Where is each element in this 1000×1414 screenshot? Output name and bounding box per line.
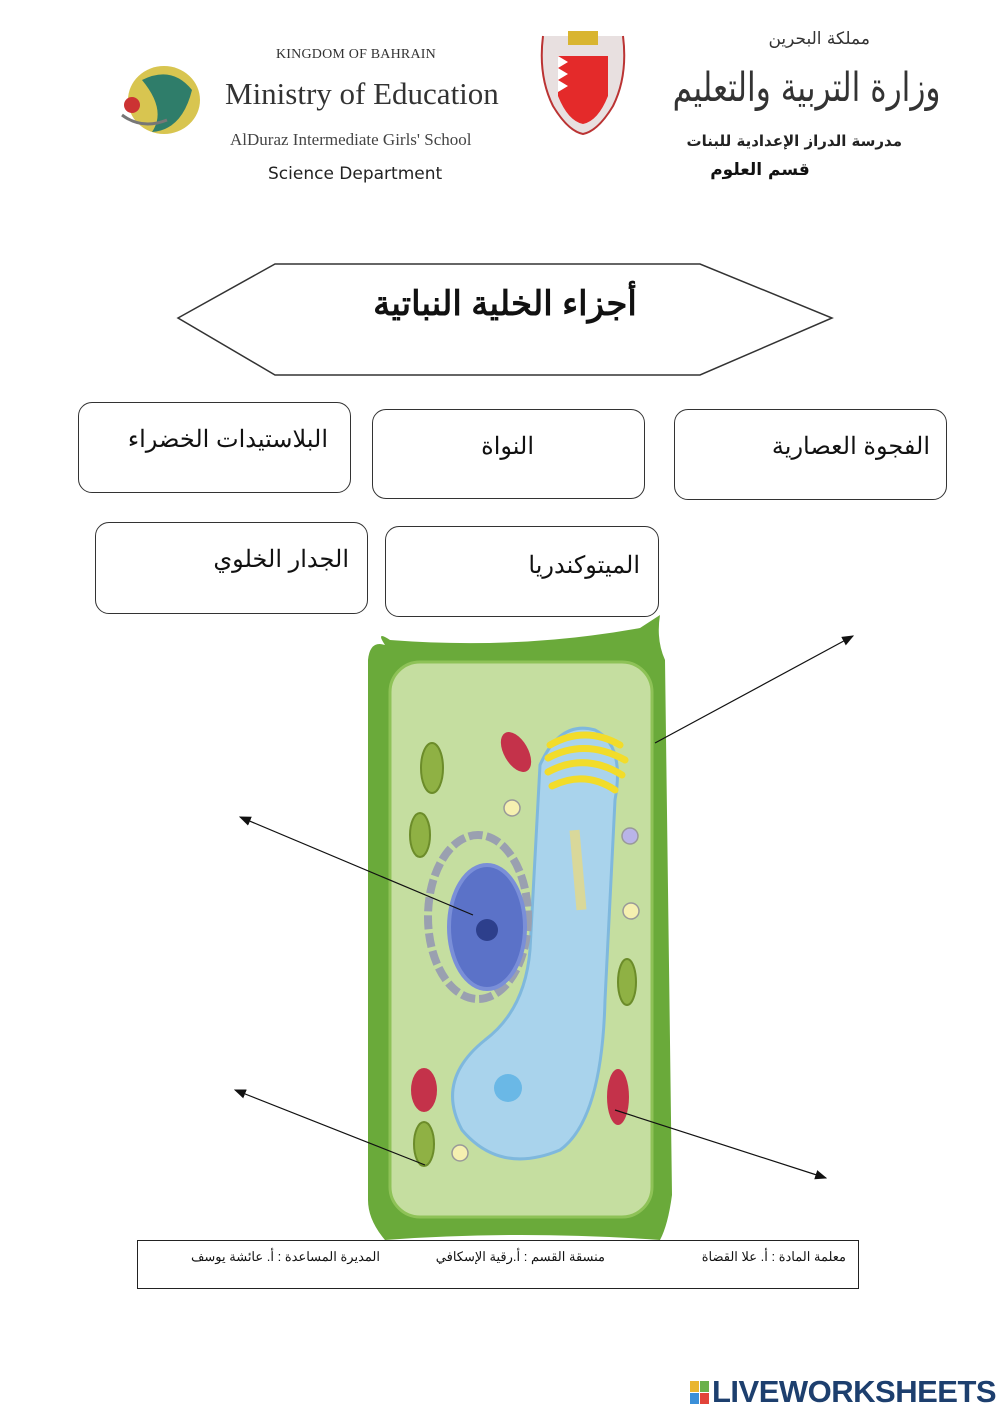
- word-label: الفجوة العصارية: [771, 433, 930, 460]
- school-en: AlDuraz Intermediate Girls' School: [230, 130, 472, 149]
- liveworksheets-icon: [690, 1380, 709, 1404]
- ministry-ar-wrap: وزارة التربية والتعليم: [640, 60, 940, 116]
- kingdom-ar: مملكة البحرين: [768, 29, 870, 49]
- school-ar: مدرسة الدراز الإعدادية للبنات: [686, 132, 902, 150]
- word-nucleus[interactable]: النواة: [372, 409, 645, 499]
- coordinator-name: منسقة القسم : أ.رقية الإسكافي: [435, 1249, 605, 1264]
- bahrain-emblem: [538, 26, 628, 136]
- liveworksheets-logo: LIVEWORKSHEETS: [690, 1374, 997, 1410]
- word-label: الميتوكندريا: [528, 552, 640, 579]
- school-logo: [112, 60, 204, 140]
- mitochondrion: [607, 1069, 629, 1125]
- mitochondrion: [411, 1068, 437, 1112]
- ministry-ar: وزارة التربية والتعليم: [672, 65, 940, 111]
- brand-name: LIVEWORKSHEETS: [712, 1374, 997, 1409]
- word-cell-wall[interactable]: الجدار الخلوي: [95, 522, 368, 614]
- arrow-mitochondria: [614, 1109, 828, 1180]
- arrow-nucleus: [238, 816, 474, 916]
- kingdom-en: KINGDOM OF BAHRAIN: [276, 47, 436, 62]
- footer-box: معلمة المادة : أ. علا القضاة منسقة القسم…: [137, 1240, 859, 1289]
- word-label: البلاستيدات الخضراء: [127, 426, 328, 453]
- word-chloroplasts[interactable]: البلاستيدات الخضراء: [78, 402, 351, 493]
- teacher-name: معلمة المادة : أ. علا القضاة: [701, 1249, 846, 1264]
- title-banner: [176, 263, 834, 376]
- word-label: الجدار الخلوي: [213, 546, 349, 573]
- word-vacuole[interactable]: الفجوة العصارية: [674, 409, 947, 500]
- department-ar: قسم العلوم: [710, 160, 810, 180]
- mitochondrion: [500, 732, 532, 772]
- golgi: [544, 731, 629, 794]
- arrow-chloroplast: [233, 1089, 426, 1166]
- plant-cell-diagram: [233, 615, 855, 1240]
- word-label: النواة: [481, 433, 534, 460]
- assistant-principal-name: المديرة المساعدة : أ. عائشة يوسف: [190, 1249, 380, 1264]
- ministry-en: Ministry of Education: [225, 76, 499, 111]
- department-en: Science Department: [268, 164, 443, 184]
- page-title: أجزاء الخلية النباتية: [373, 285, 637, 323]
- word-mitochondria[interactable]: الميتوكندريا: [385, 526, 659, 617]
- arrow-cell-wall: [654, 635, 855, 744]
